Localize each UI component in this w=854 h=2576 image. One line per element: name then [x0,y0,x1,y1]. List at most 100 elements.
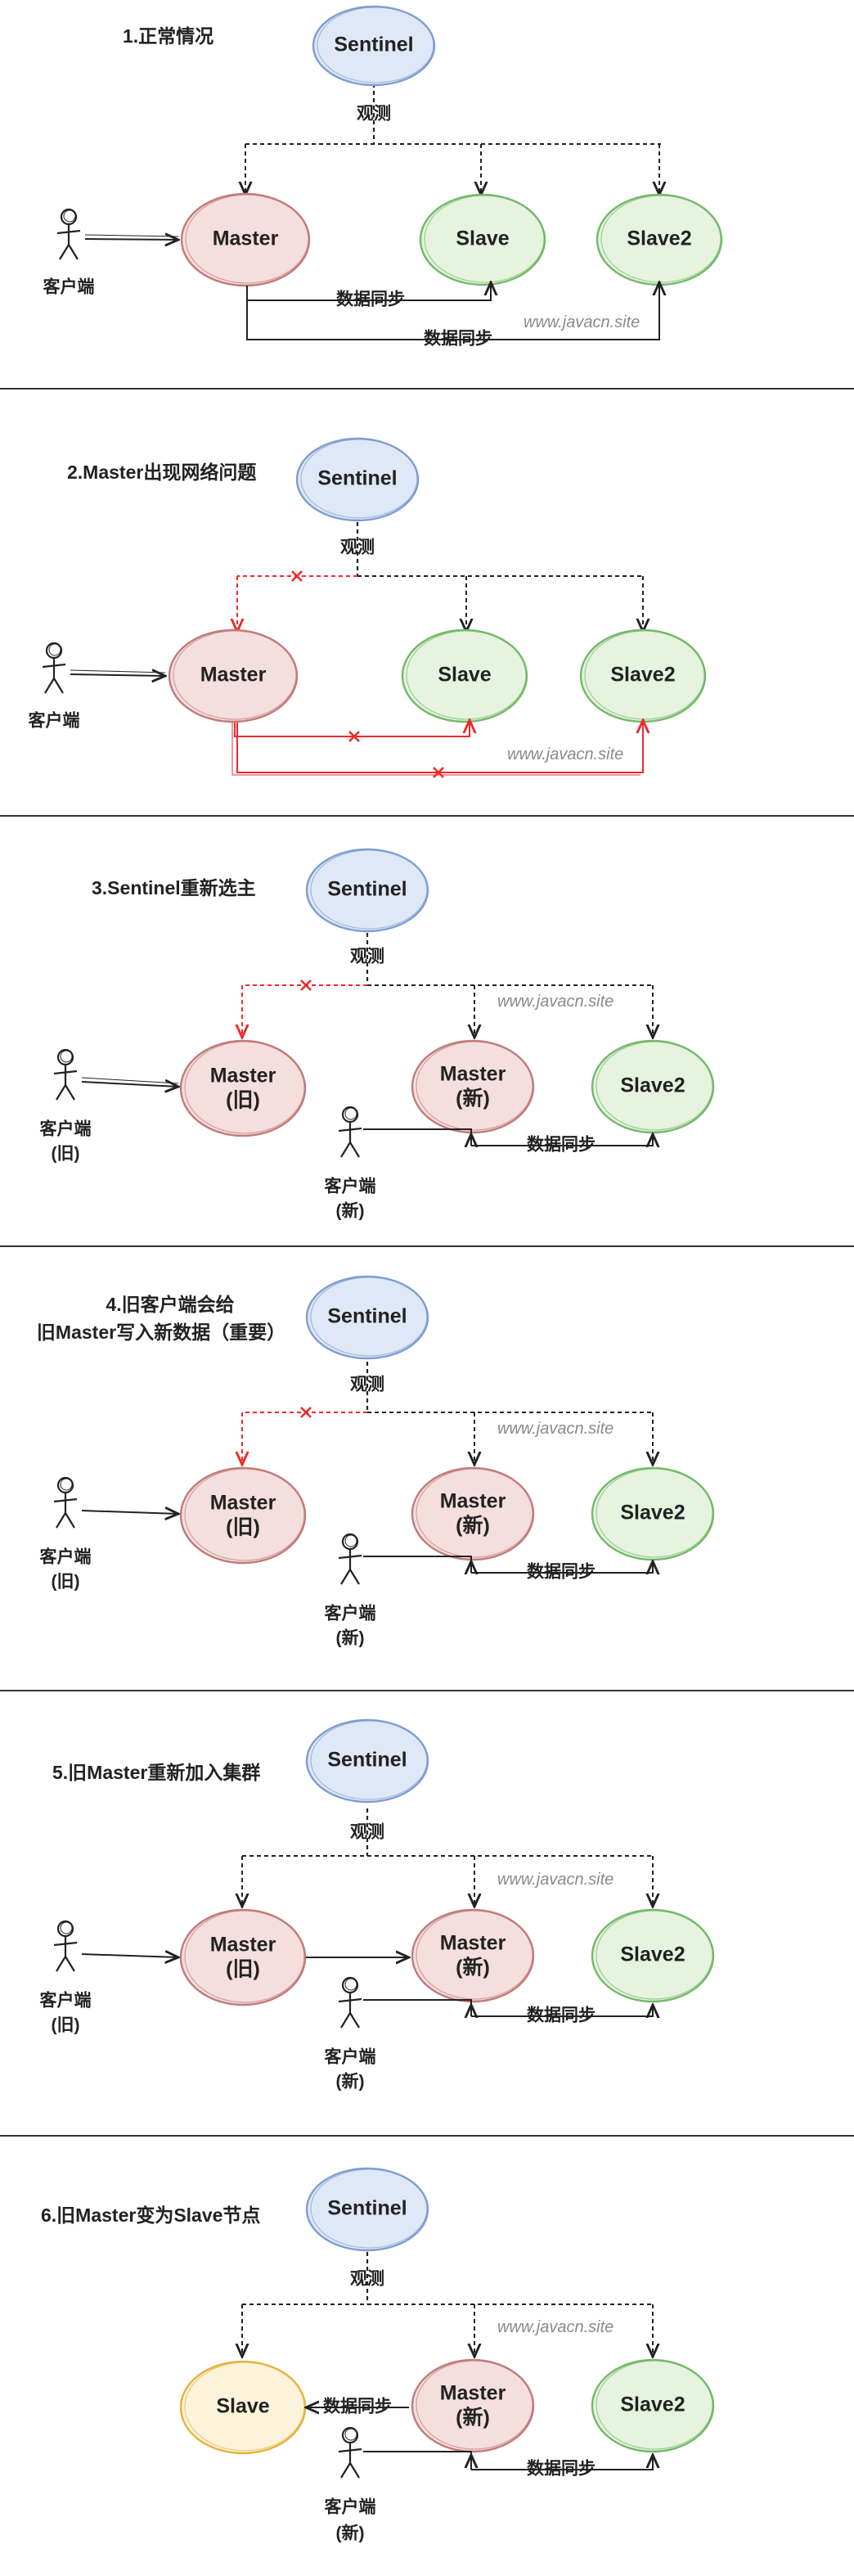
client-figure-leg-left [44,678,55,694]
new-master-node-sketch-outline [416,1910,533,2000]
panel-title-line-2: 旧Master写入新数据（重要） [37,1322,285,1343]
sentinel-node: Sentinel [312,5,436,87]
sync-label: 数据同步 [527,2459,596,2479]
old-master-node: Master(旧) [179,1039,307,1137]
client-figure-head-sketch [63,209,76,223]
new-client-label-sub: (新) [336,1201,365,1221]
new-master-node-label: Master [440,1932,506,1955]
old-client-label-sub: (旧) [52,2016,80,2035]
sentinel-node-sketch-outline [310,1720,428,1800]
slave2-node-sketch-outline [596,2360,713,2450]
old-client-figure-head-sketch [60,1478,73,1491]
demoted-slave-node-label: Slave [216,2395,269,2418]
new-client-figure-arms [338,1127,362,1133]
master-node-label: Master [200,664,267,687]
watermark: www.javacn.site [497,2318,614,2336]
client-figure-head-sketch [48,643,61,656]
watermark: www.javacn.site [497,1420,614,1438]
old-client-label: 客户端 [40,1991,92,2011]
old-client-figure-leg-right [65,1956,75,1972]
sentinel-node: Sentinel [295,437,420,522]
slave2-node: Slave2 [591,1466,715,1561]
old-client-figure [53,1476,78,1529]
old-client-figure-leg-left [56,1084,66,1101]
slave-node-label: Slave [456,227,509,250]
slave2-node-label: Slave2 [627,227,691,250]
old-master-node-label-sub: (旧) [226,1516,260,1539]
old-client-figure [53,1920,78,1972]
slave-node-label: Slave [438,664,491,687]
slave2-node-shape [591,1466,715,1561]
new-master-node: Master(新) [411,1908,535,2003]
observe-failed-cross-stroke-b [291,570,303,582]
observe-failed-cross-stroke-b [300,1407,312,1418]
sync-failed-cross-stroke-b [348,731,360,742]
slave2-node-sketch-outline [596,1041,713,1131]
client-write-arrow-sketch [70,669,166,673]
observe-label: 观测 [350,948,384,966]
new-client-label: 客户端 [325,1177,376,1196]
client-write-arrow [70,674,165,676]
new-master-node-shape [411,1039,535,1134]
new-client-figure-head-sketch [344,2428,357,2441]
sync-to-slave2 [471,2455,653,2470]
sentinel-node-shape [305,1718,429,1804]
client-label: 客户端 [43,277,95,297]
client-figure-leg-left [59,244,70,260]
panel-title: 5.旧Master重新加入集群 [52,1762,260,1783]
slave2-node-label: Slave2 [620,1502,685,1524]
new-client-figure [338,2426,362,2479]
new-master-node-sketch-outline [416,1041,533,1131]
new-client-figure-arms [338,1554,362,1560]
sentinel-node-sketch-outline [310,1277,428,1357]
new-client-figure-leg-right [349,2462,360,2479]
sync-failed-cross [433,767,444,778]
old-master-node-shape [179,1908,307,2006]
old-master-node-shape [179,1466,307,1565]
new-master-node: Master(新) [411,2358,535,2453]
old-client-write-arrow-sketch [81,1077,179,1084]
sync-to-slave2 [471,1134,653,1146]
sync-to-slave2-failed-sketch [231,723,640,776]
client-figure [42,642,66,694]
observe-label: 观测 [357,105,391,124]
new-master-node-shape [411,1466,535,1561]
old-client-figure-arms [53,1941,78,1947]
sentinel-node-label: Sentinel [317,467,397,490]
old-master-node: Master(旧) [179,1466,307,1565]
new-client-figure-leg-right [349,1142,360,1158]
old-master-node-label: Master [210,1065,276,1088]
panel-5: 5.旧Master重新加入集群Sentinel观测Master(旧)Master… [40,1718,715,2092]
new-client-figure-leg-right [349,2012,360,2029]
old-client-label: 客户端 [40,1547,92,1567]
new-client-figure-head-sketch [344,1534,357,1547]
new-master-node-shape [411,1908,535,2003]
new-master-node-label-sub: (新) [456,1514,490,1538]
slave2-node-shape [591,1908,715,2003]
sentinel-node: Sentinel [305,2167,429,2252]
master-node: Master [168,628,299,723]
old-client-label-sub: (旧) [52,1145,80,1164]
slave-node: Slave [419,193,546,286]
old-master-node-sketch-outline [184,1041,305,1134]
slave2-node-shape [591,2358,715,2453]
master-node-sketch-outline [173,630,297,720]
client-write-arrow [84,239,178,240]
client-figure-arms [56,229,81,235]
new-client-figure-head-sketch [344,1978,357,1991]
slave2-node-label: Slave2 [620,2394,685,2416]
old-client-figure [53,1048,78,1101]
old-master-node-sketch-outline [184,1468,305,1561]
watermark: www.javacn.site [497,993,614,1011]
sync-failed-cross-stroke-b [433,767,444,778]
new-client-label: 客户端 [325,1604,376,1624]
slave2-node-sketch-outline [596,1910,713,2000]
client-figure-arms [42,663,66,669]
slave2-node-shape [591,1039,715,1134]
old-master-node-label-sub: (旧) [226,1089,260,1112]
sentinel-node-shape [295,437,420,522]
slave2-node-label: Slave2 [620,1943,685,1966]
old-client-write-arrow [81,1954,178,1957]
